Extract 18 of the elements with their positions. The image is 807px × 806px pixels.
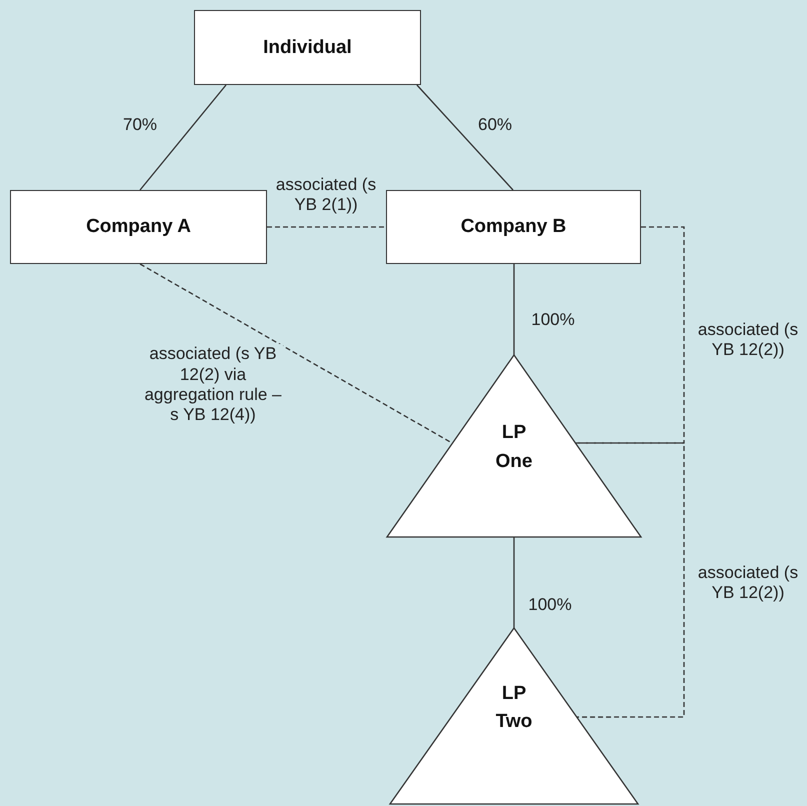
connector-line <box>416 84 514 190</box>
node-label: Company B <box>460 216 566 238</box>
entity-box <box>386 190 641 264</box>
node-label: LP One <box>494 421 534 474</box>
dashed-connector <box>574 442 685 718</box>
entity-box <box>10 190 267 264</box>
entity-box <box>194 10 421 85</box>
dashed-connector <box>140 263 452 444</box>
connector-line <box>513 537 515 628</box>
triangle-node <box>390 628 638 804</box>
node-label: Individual <box>263 36 352 58</box>
node-label: Company A <box>86 216 191 238</box>
connector-line <box>513 264 515 355</box>
edge-label: associated (s YB 12(2) via aggregation rule – s YB 12(4)) <box>143 344 283 426</box>
dashed-connector <box>267 226 386 228</box>
node-label: LP Two <box>494 682 534 734</box>
triangle-node <box>387 355 641 537</box>
connector-line <box>140 84 226 190</box>
